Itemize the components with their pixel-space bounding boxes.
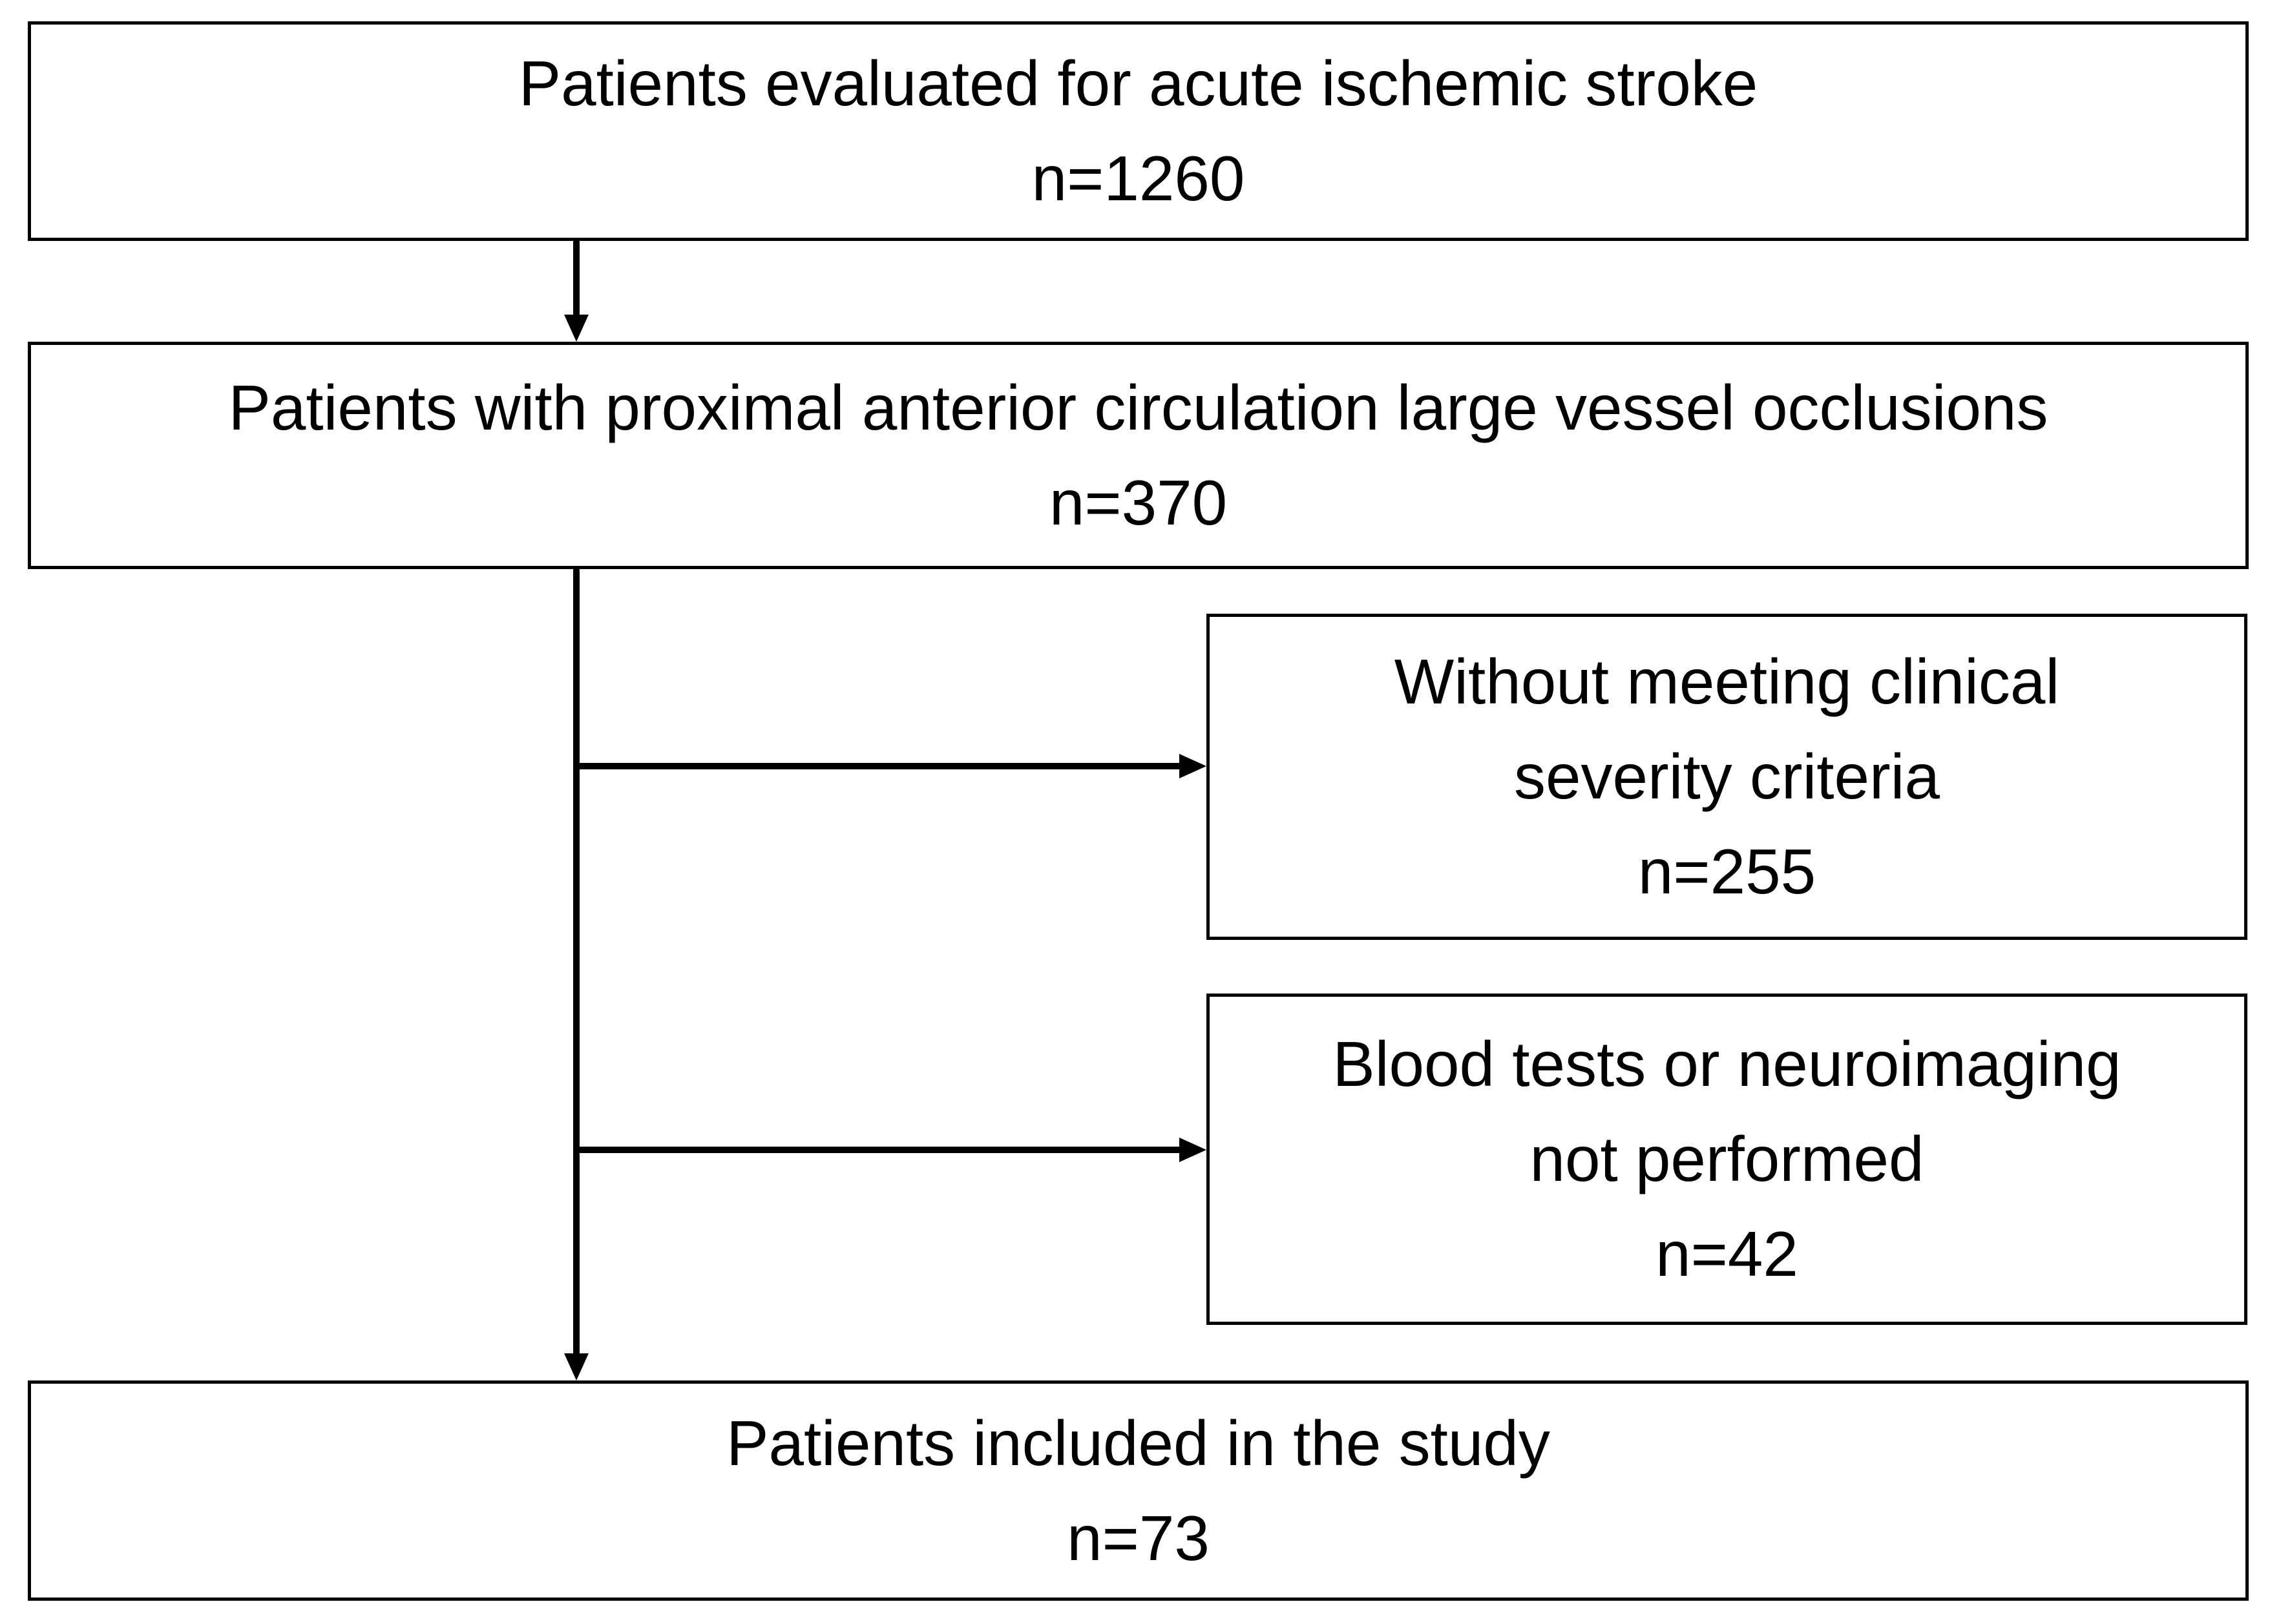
connector-branch-severity bbox=[573, 763, 1182, 769]
arrow-down-icon bbox=[564, 1353, 589, 1380]
box-label-line1: Blood tests or neuroimaging bbox=[1332, 1028, 2121, 1099]
arrow-right-icon bbox=[1179, 1138, 1206, 1162]
box-patients-included: Patients included in the study n=73 bbox=[28, 1380, 2249, 1601]
box-label-line1: Without meeting clinical bbox=[1394, 646, 2060, 717]
box-label: Patients evaluated for acute ischemic st… bbox=[518, 48, 1758, 119]
box-excluded-severity: Without meeting clinical severity criter… bbox=[1206, 614, 2247, 940]
connector-evaluated-to-lvo bbox=[573, 241, 580, 318]
box-label: Patients included in the study bbox=[726, 1407, 1550, 1479]
box-patients-evaluated: Patients evaluated for acute ischemic st… bbox=[28, 21, 2249, 241]
connector-branch-tests bbox=[573, 1147, 1182, 1153]
box-proximal-lvo: Patients with proximal anterior circulat… bbox=[28, 342, 2249, 569]
box-count: n=73 bbox=[1067, 1502, 1210, 1574]
connector-lvo-to-included bbox=[573, 569, 580, 1355]
arrow-right-icon bbox=[1179, 754, 1206, 778]
box-excluded-tests: Blood tests or neuroimaging not performe… bbox=[1206, 994, 2247, 1325]
box-count: n=1260 bbox=[1031, 143, 1245, 214]
box-label-line2: severity criteria bbox=[1514, 741, 1940, 812]
box-count: n=42 bbox=[1655, 1218, 1798, 1289]
box-count: n=370 bbox=[1049, 467, 1228, 538]
box-label-line2: not performed bbox=[1529, 1123, 1924, 1194]
box-count: n=255 bbox=[1637, 836, 1816, 907]
arrow-down-icon bbox=[564, 315, 589, 342]
box-label: Patients with proximal anterior circulat… bbox=[228, 372, 2048, 443]
